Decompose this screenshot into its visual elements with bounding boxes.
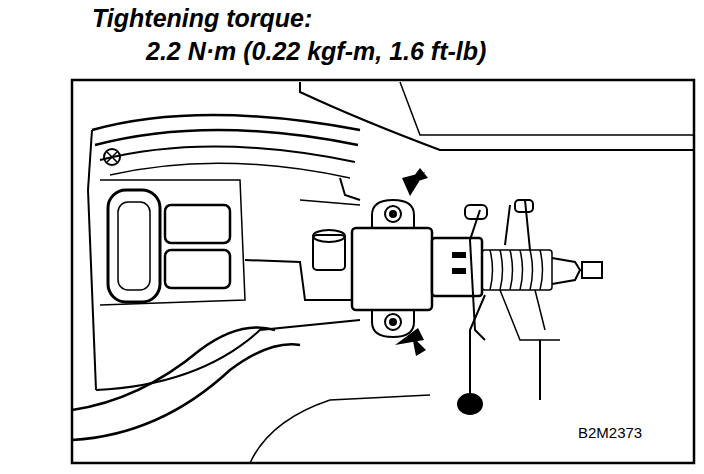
port-opening <box>165 205 230 243</box>
mounting-screw <box>390 211 396 217</box>
cable-end <box>458 394 482 414</box>
throttle-lever <box>470 210 485 340</box>
engine-outline <box>300 82 694 150</box>
body-outline <box>100 180 245 305</box>
mounting-screw <box>390 319 396 325</box>
clamp-band <box>95 130 358 145</box>
return-spring <box>490 250 543 290</box>
pointer-arrow <box>402 168 428 196</box>
clamp-screw <box>104 149 120 165</box>
flange-edge <box>110 163 350 178</box>
hose <box>72 344 300 440</box>
throttle-lever <box>505 200 530 250</box>
body-outline <box>96 320 360 390</box>
body-outline <box>300 200 360 205</box>
port-opening <box>118 202 150 290</box>
body-outline <box>250 395 430 463</box>
port-opening <box>165 250 230 288</box>
clamp-screw <box>107 152 117 162</box>
linkage-shaft <box>482 250 552 290</box>
clamp-band <box>100 146 355 162</box>
sensor-ear <box>372 200 414 228</box>
body-outline <box>340 178 360 200</box>
figure-title: Tightening torque: <box>92 4 312 33</box>
engine-outline <box>400 82 694 135</box>
body-outline <box>88 130 92 190</box>
torque-value: 2.2 N·m (0.22 kgf-m, 1.6 ft-lb) <box>146 37 486 66</box>
shaft-end <box>552 258 580 284</box>
cable <box>470 295 485 395</box>
body-outline <box>245 260 360 300</box>
clamp-band <box>92 115 360 130</box>
linkage-arm <box>500 290 560 340</box>
mounting-screw <box>385 206 401 222</box>
boss <box>313 230 345 242</box>
body-outline <box>88 190 96 390</box>
connector-slot <box>452 252 466 258</box>
cable <box>539 340 541 400</box>
connector-slot <box>452 268 466 274</box>
figure-code: B2M2373 <box>576 424 644 441</box>
sensor-ear <box>372 310 414 337</box>
throttle-position-sensor <box>352 228 432 310</box>
shaft-nut <box>582 262 602 278</box>
hose <box>72 328 275 411</box>
pointer-arrow <box>395 328 426 356</box>
port-opening <box>108 190 160 302</box>
mounting-screw <box>385 314 401 330</box>
throttle-lever <box>465 205 487 219</box>
sensor-connector <box>432 238 482 296</box>
throttle-lever <box>515 200 533 212</box>
figure-frame <box>72 80 694 463</box>
